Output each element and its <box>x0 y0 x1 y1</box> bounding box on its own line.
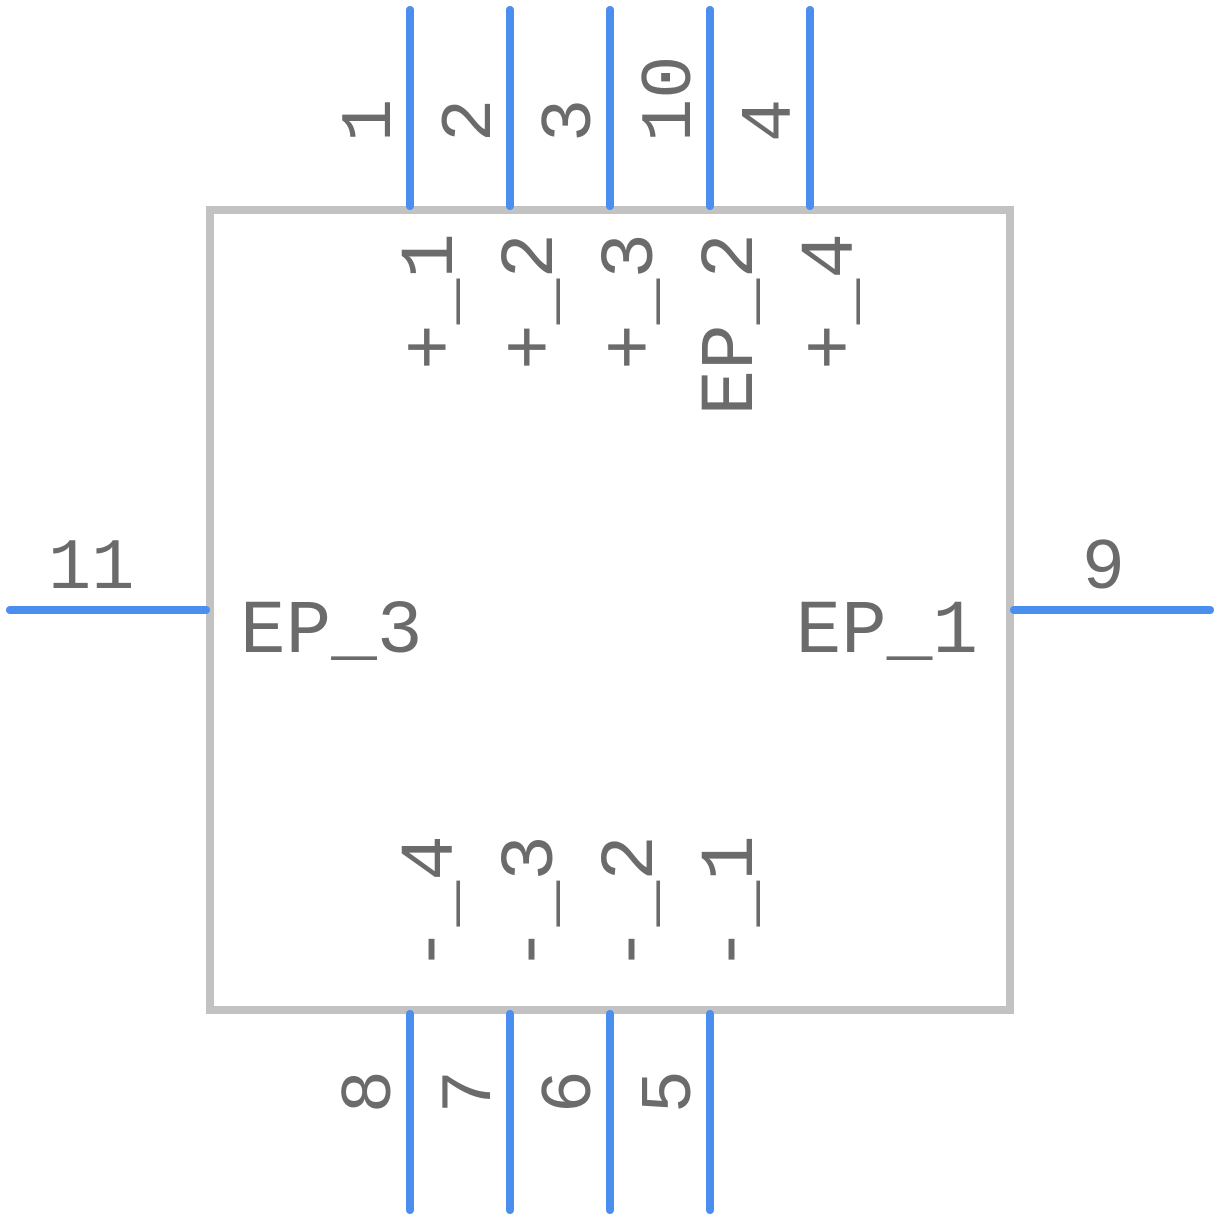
component-body <box>206 206 1014 1014</box>
pin-name-1: +_1 <box>389 233 475 370</box>
pin-name-5: -_1 <box>689 835 775 972</box>
pin-name-10: EP_2 <box>689 233 775 415</box>
pin-name-7: -_3 <box>489 835 575 972</box>
pin-number-2: 2 <box>430 99 512 142</box>
pin-number-1: 1 <box>330 99 412 142</box>
pin-name-9: EP_1 <box>796 589 978 675</box>
pin-name-8: -_4 <box>389 835 475 972</box>
pin-number-4: 4 <box>730 99 812 142</box>
pin-number-10: 10 <box>630 56 712 142</box>
pin-number-6: 6 <box>530 1070 612 1113</box>
pin-name-3: +_3 <box>589 233 675 370</box>
pin-name-6: -_2 <box>589 835 675 972</box>
pin-name-2: +_2 <box>489 233 575 370</box>
pin-number-7: 7 <box>430 1070 512 1113</box>
pin-number-9: 9 <box>1082 528 1125 610</box>
pin-name-4: +_4 <box>789 233 875 370</box>
pin-number-8: 8 <box>330 1070 412 1113</box>
pin-number-11: 11 <box>48 528 134 610</box>
pin-name-11: EP_3 <box>240 589 422 675</box>
pin-number-3: 3 <box>530 99 612 142</box>
pin-number-5: 5 <box>630 1070 712 1113</box>
